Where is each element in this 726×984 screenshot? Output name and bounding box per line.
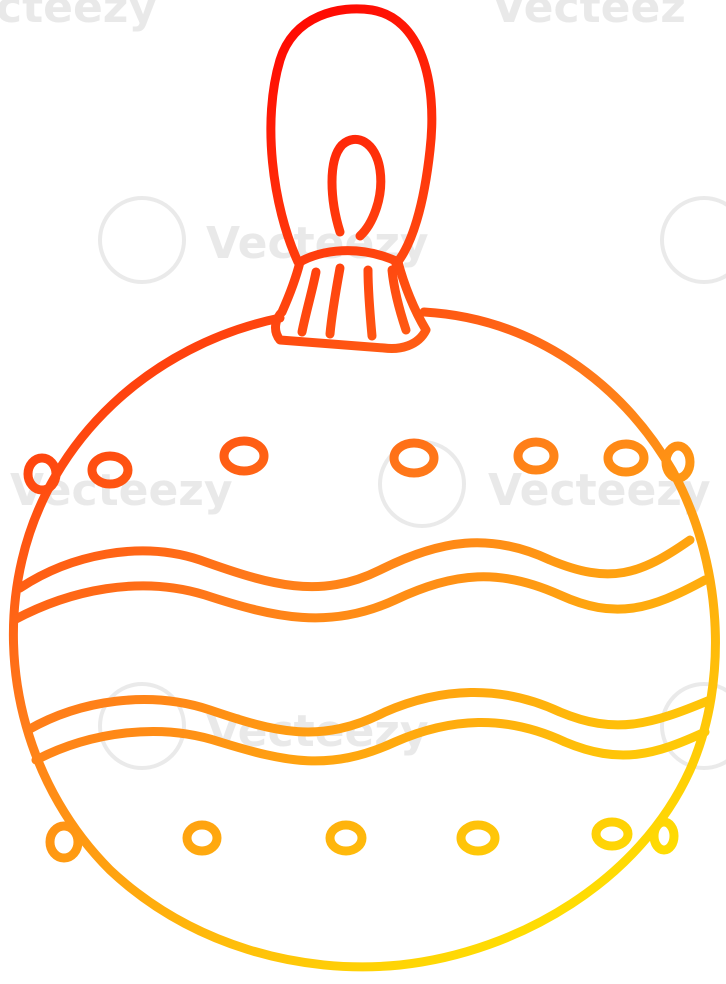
polka-dot: [456, 820, 500, 856]
wavy-line-middle: [9, 572, 710, 625]
polka-dot: [603, 439, 649, 477]
hanging-loop: [266, 4, 437, 269]
polka-dot: [87, 451, 133, 489]
ornament-cap: [271, 246, 431, 353]
polka-dot: [661, 441, 695, 483]
polka-dot: [389, 438, 439, 478]
polka-dot: [45, 821, 83, 863]
inner-loop: [327, 134, 386, 241]
wavy-line-lower-1: [23, 688, 715, 737]
ornament-ball: [8, 307, 720, 972]
watermark-logo-icon: [660, 196, 726, 284]
cap-fold-line: [387, 265, 411, 335]
wavy-line-upper: [15, 535, 695, 593]
cap-fold-line: [325, 263, 345, 339]
watermark: cteezy Vecteez Vecteezy Vecteezy Vecteez…: [0, 0, 726, 770]
polka-dot: [23, 453, 61, 495]
polka-dot: [591, 817, 633, 851]
watermark-logo-icon: [98, 682, 186, 770]
polka-dot: [513, 437, 559, 475]
polka-dot: [325, 820, 367, 856]
cap-fold-line: [297, 267, 321, 337]
wavy-line-lower-2: [31, 718, 710, 766]
polka-dot: [219, 436, 269, 476]
watermark-logo-icon: [660, 682, 726, 770]
bauble-ornament: [8, 4, 720, 972]
watermark-logo-icon: [98, 196, 186, 284]
watermark-text-top-left: cteezy: [0, 0, 157, 33]
polka-dot: [649, 817, 679, 855]
polka-dot: [182, 820, 222, 856]
cap-fold-line: [363, 265, 377, 341]
watermark-text-top-right: Vecteez: [492, 0, 686, 33]
